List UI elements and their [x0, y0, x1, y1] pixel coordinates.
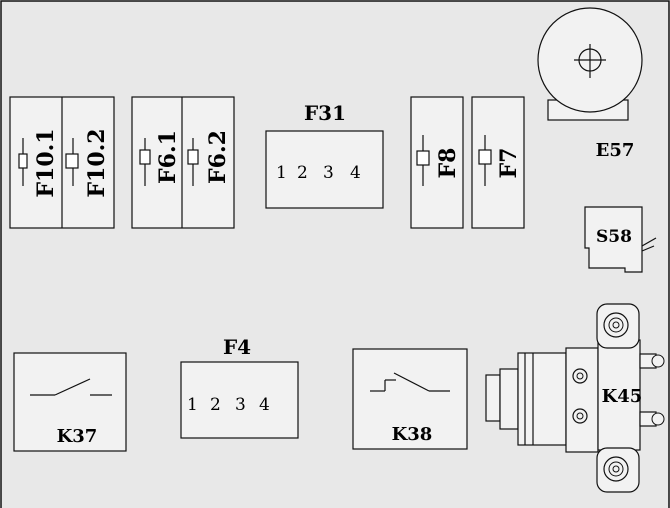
fuse-block-f6: F6.1 F6.2	[131, 96, 235, 229]
relay-k45-plunger	[485, 374, 501, 422]
relay-k38-label: K38	[392, 424, 433, 445]
relay-k38-body	[352, 348, 468, 450]
connector-f31-pin: 1	[276, 163, 287, 183]
fuse-f6-1[interactable]: F6.1	[139, 130, 181, 186]
connector-f4-pin: 3	[235, 395, 246, 415]
connector-f31-body	[265, 130, 384, 209]
relay-k45-small-terminal	[572, 368, 588, 384]
fuse-f6-2-label: F6.2	[205, 130, 231, 184]
relay-k37-label: K37	[57, 426, 98, 447]
component-s58-label: S58	[596, 227, 632, 247]
fuse-f8[interactable]: F8	[410, 96, 464, 229]
fuse-f7[interactable]: F7	[471, 96, 525, 229]
fuse-f7-label: F7	[496, 148, 522, 179]
relay-k37-body	[13, 352, 127, 452]
relay-k38-switch-arm	[393, 372, 430, 392]
connector-f31[interactable]: F31 1 2 3 4	[265, 101, 384, 209]
component-s58[interactable]: S58	[584, 206, 657, 273]
fuse-f6-2[interactable]: F6.2	[187, 130, 231, 186]
connector-f31-label: F31	[304, 101, 346, 125]
relay-k38[interactable]: K38	[352, 348, 468, 450]
relay-k45-body	[597, 339, 641, 451]
component-s58-body	[584, 206, 643, 273]
relay-k45[interactable]: K45	[485, 303, 665, 493]
connector-f31-pin: 4	[350, 163, 361, 183]
relay-k45-small-terminal	[572, 408, 588, 424]
relay-k45-plunger-collar	[499, 368, 519, 430]
fuse-block-f10: F10.1 F10.2	[9, 96, 115, 229]
connector-f4-pin: 4	[259, 395, 270, 415]
fuse-f8-label: F8	[435, 148, 461, 179]
fuse-f10-2-label: F10.2	[84, 128, 110, 197]
fuse-f10-1-label: F10.1	[33, 128, 59, 197]
connector-f4-pin: 2	[210, 395, 221, 415]
connector-f31-pin: 2	[297, 163, 308, 183]
fuse-f10-1[interactable]: F10.1	[18, 128, 59, 198]
component-e57-label: E57	[596, 140, 635, 161]
relay-k37-switch-arm	[54, 378, 91, 396]
component-e57[interactable]: E57	[537, 7, 643, 161]
connector-f4-pin: 1	[187, 395, 198, 415]
connector-f4[interactable]: F4 1 2 3 4	[180, 335, 299, 439]
relay-k45-bottom-terminal	[603, 456, 629, 482]
relay-k45-label: K45	[602, 386, 643, 407]
relay-k45-terminal-block	[565, 347, 599, 453]
connector-f4-body	[180, 361, 299, 439]
relay-k45-top-terminal	[603, 312, 629, 338]
fuse-f10-2[interactable]: F10.2	[65, 128, 110, 198]
fuse-f6-1-label: F6.1	[155, 130, 181, 184]
connector-f4-label: F4	[223, 335, 251, 359]
relay-k45-coil	[517, 352, 567, 446]
connector-f31-pin: 3	[323, 163, 334, 183]
relay-k37[interactable]: K37	[13, 352, 127, 452]
